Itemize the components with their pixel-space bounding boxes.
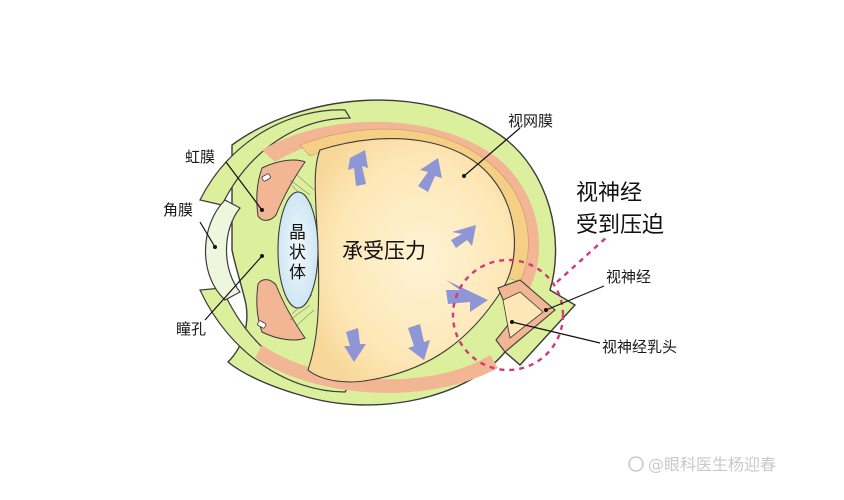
leader-pupil-dot bbox=[260, 254, 264, 258]
label-optic-disc: 视神经乳头 bbox=[602, 338, 677, 356]
arrow-up-right bbox=[418, 158, 442, 192]
leader-retina bbox=[463, 127, 521, 177]
iris-lower bbox=[256, 279, 306, 341]
leader-cornea bbox=[199, 221, 216, 248]
label-pressure: 承受压力 bbox=[342, 239, 426, 263]
arrow-up-left bbox=[348, 150, 368, 186]
arrow-down-right-large bbox=[446, 280, 488, 312]
label-retina: 视网膜 bbox=[508, 112, 553, 130]
choroid bbox=[262, 121, 540, 288]
cornea bbox=[204, 199, 241, 301]
arrow-right bbox=[451, 225, 476, 248]
leader-retina-dot bbox=[462, 174, 466, 178]
leader-iris bbox=[225, 161, 263, 211]
watermark: @眼科医生杨迎春 bbox=[628, 455, 776, 474]
lens bbox=[277, 191, 319, 309]
optic-nerve-core bbox=[502, 291, 544, 339]
leader-pupil bbox=[204, 255, 263, 321]
optic-nerve-highlight bbox=[451, 258, 565, 372]
leader-cornea-dot bbox=[213, 245, 217, 249]
label-pupil: 瞳孔 bbox=[176, 320, 206, 338]
arrow-down-left bbox=[344, 328, 366, 362]
label-optic-nerve: 视神经 bbox=[606, 268, 651, 286]
leader-optic-nerve-dot bbox=[544, 308, 548, 312]
canal-lower bbox=[257, 320, 267, 329]
at-sign-icon bbox=[628, 456, 644, 472]
callout-line-1: 视神经 bbox=[576, 181, 642, 206]
label-lens-1: 晶 bbox=[289, 223, 306, 243]
label-lens-3: 体 bbox=[289, 263, 306, 283]
leader-optic-disc bbox=[511, 321, 601, 344]
label-lens-2: 状 bbox=[289, 243, 306, 263]
watermark-text: @眼科医生杨迎春 bbox=[648, 455, 776, 474]
canal-upper bbox=[261, 173, 271, 182]
leader-optic-disc-dot bbox=[510, 320, 514, 324]
label-cornea: 角膜 bbox=[163, 201, 193, 219]
arrow-down-right bbox=[408, 324, 430, 360]
label-iris: 虹膜 bbox=[185, 148, 215, 166]
pressure-arrows bbox=[344, 150, 488, 362]
callout-line-2: 受到压迫 bbox=[576, 213, 664, 238]
leader-iris-dot bbox=[260, 208, 264, 212]
callout-pointer bbox=[556, 235, 609, 283]
leader-optic-nerve bbox=[545, 285, 605, 311]
choroid-lower bbox=[255, 345, 498, 393]
sclera-front-upper bbox=[199, 109, 352, 206]
